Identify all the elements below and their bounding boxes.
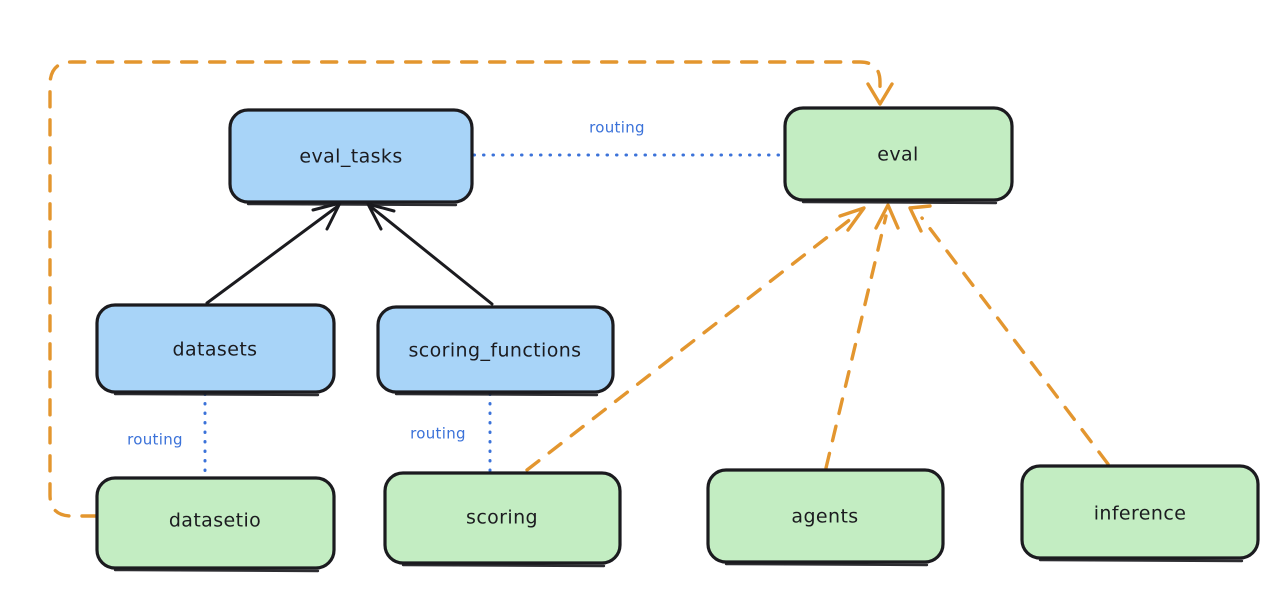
edge-agents-eval[interactable] [824,203,900,470]
node-label-eval_tasks: eval_tasks [299,146,402,168]
node-label-agents: agents [791,506,858,528]
edge-label-routing-scoring: routing [410,425,466,443]
edge-scoring_functions-scoring[interactable]: routing [410,392,492,473]
node-label-inference: inference [1094,503,1187,525]
node-datasets[interactable]: datasets [95,303,336,397]
edge-eval_tasks-eval[interactable]: routing [472,119,785,157]
edge-datasets-eval_tasks[interactable] [205,201,342,305]
edge-datasets-datasetio[interactable]: routing [127,392,207,478]
node-datasetio[interactable]: datasetio [95,476,336,573]
node-label-scoring: scoring [466,507,538,529]
edge-scoring_functions-eval_tasks[interactable] [366,202,494,306]
node-scoring[interactable]: scoring [383,471,622,568]
node-layer: eval_tasks eval datasets scoring_functio… [95,106,1260,573]
node-eval_tasks[interactable]: eval_tasks [228,108,474,207]
node-inference[interactable]: inference [1020,464,1260,563]
edge-datasetio-eval[interactable] [48,60,894,518]
edge-label-routing-eval: routing [589,119,645,137]
node-eval[interactable]: eval [783,106,1014,205]
edge-label-routing-datasetio: routing [127,431,183,449]
node-label-datasets: datasets [173,339,258,361]
edge-scoring-eval[interactable] [525,206,866,472]
edge-layer: routing routing routing [48,60,1110,518]
node-label-datasetio: datasetio [169,510,261,532]
node-scoring_functions[interactable]: scoring_functions [376,305,615,397]
node-agents[interactable]: agents [706,468,945,567]
edge-inference-eval[interactable] [908,204,1110,466]
node-label-scoring_functions: scoring_functions [409,340,582,362]
node-label-eval: eval [877,144,918,166]
